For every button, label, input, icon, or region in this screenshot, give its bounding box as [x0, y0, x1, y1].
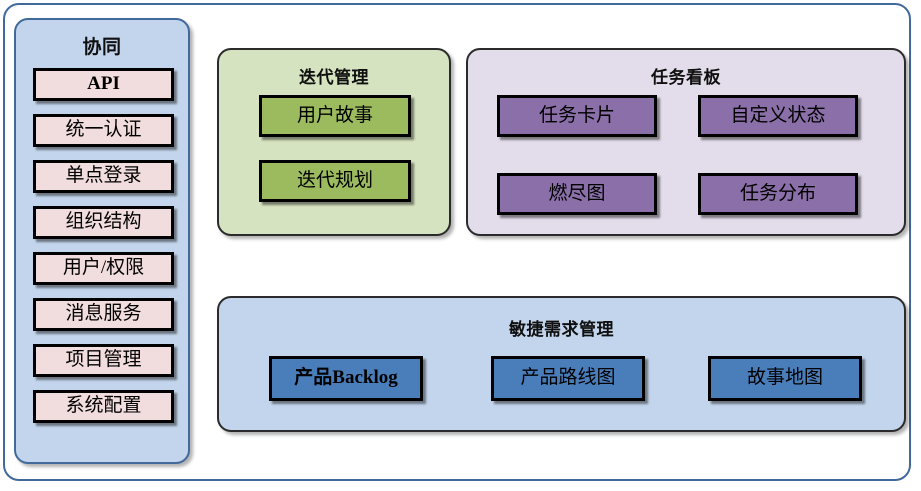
sidebar-item-system-config[interactable]: 系统配置: [33, 390, 174, 423]
sidebar-item-api[interactable]: API: [33, 68, 174, 101]
agile-item-product-roadmap[interactable]: 产品路线图: [491, 356, 645, 401]
sidebar-item-user-permission[interactable]: 用户/权限: [33, 252, 174, 285]
sidebar-item-unified-auth[interactable]: 统一认证: [33, 114, 174, 147]
sidebar-title: 协同: [82, 37, 122, 58]
sidebar-panel: 协同 API 统一认证 单点登录 组织结构 用户/权限 消息服务 项目管理 系统…: [14, 18, 190, 464]
task-board-item-burndown-chart[interactable]: 燃尽图: [497, 173, 657, 215]
agile-requirement-panel: 敏捷需求管理 产品Backlog 产品路线图 故事地图: [217, 296, 906, 432]
task-board-item-task-card[interactable]: 任务卡片: [497, 95, 657, 137]
agile-item-story-map[interactable]: 故事地图: [708, 356, 862, 401]
iteration-item-iteration-planning[interactable]: 迭代规划: [259, 160, 411, 202]
sidebar-item-single-sign-on[interactable]: 单点登录: [33, 160, 174, 193]
task-board-item-custom-status[interactable]: 自定义状态: [698, 95, 858, 137]
iteration-item-user-story[interactable]: 用户故事: [259, 95, 411, 137]
iteration-management-panel: 迭代管理 用户故事 迭代规划: [217, 48, 451, 236]
sidebar-item-org-structure[interactable]: 组织结构: [33, 206, 174, 239]
iteration-management-title: 迭代管理: [299, 68, 369, 87]
agile-item-product-backlog[interactable]: 产品Backlog: [269, 356, 423, 401]
task-board-item-task-distribution[interactable]: 任务分布: [698, 173, 858, 215]
task-board-panel: 任务看板 任务卡片 自定义状态 燃尽图 任务分布: [466, 48, 906, 236]
agile-requirement-title: 敏捷需求管理: [509, 320, 614, 339]
sidebar-item-message-service[interactable]: 消息服务: [33, 298, 174, 331]
sidebar-item-project-management[interactable]: 项目管理: [33, 344, 174, 377]
task-board-title: 任务看板: [651, 68, 721, 87]
